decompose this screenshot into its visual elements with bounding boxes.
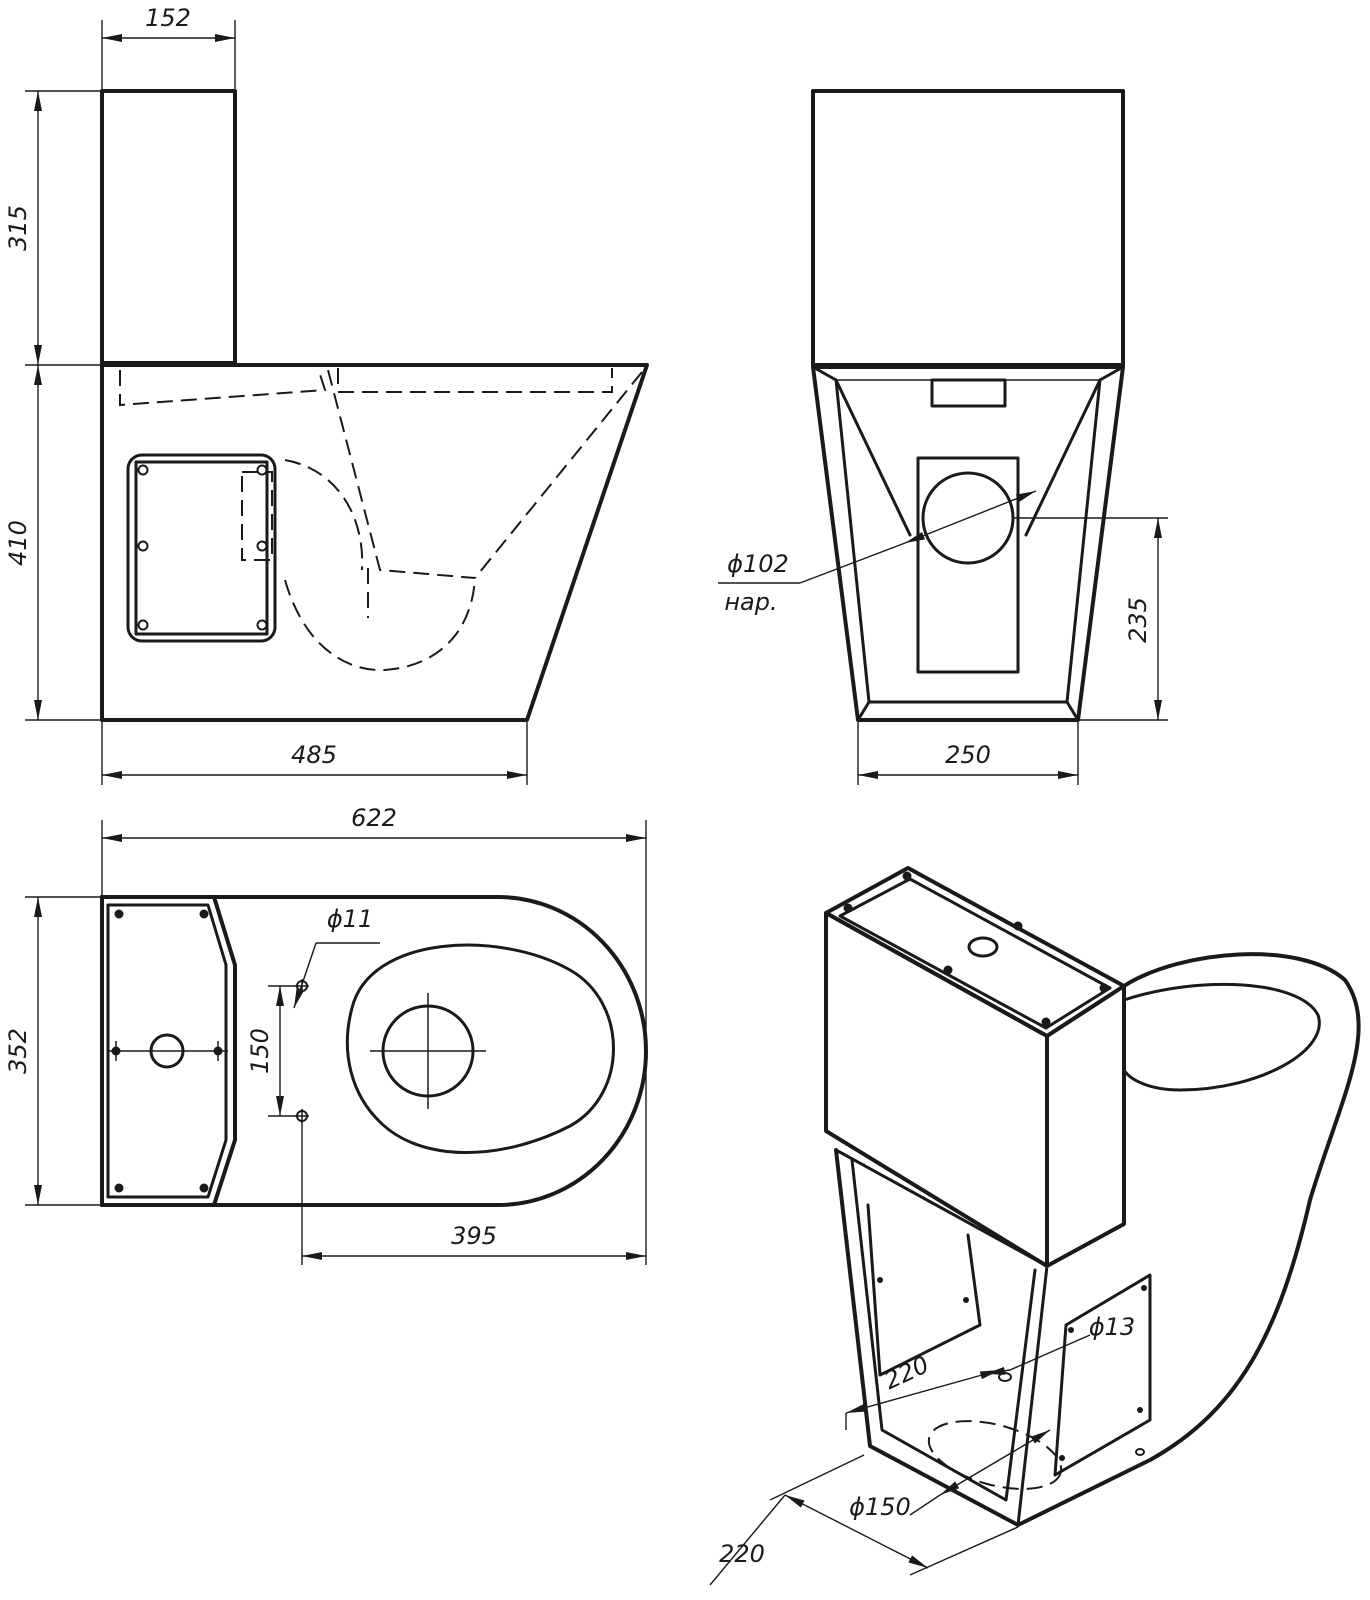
top-tank-lid-inner bbox=[106, 903, 228, 1199]
dim-label-235: 235 bbox=[1124, 597, 1152, 643]
front-outlet-plate bbox=[916, 456, 1020, 674]
dim-label-diameter-102: ϕ102 bbox=[727, 550, 789, 578]
dim-label-152: 152 bbox=[145, 4, 191, 32]
side-bowl-outline bbox=[100, 363, 649, 722]
dim-leader-diameter-150 bbox=[909, 1494, 941, 1516]
dim-label-diameter-13: ϕ13 bbox=[1089, 1313, 1135, 1341]
dim-label-150: 150 bbox=[246, 1028, 274, 1074]
dim-note-outer: нар. bbox=[724, 588, 777, 616]
dim-label-iso-220-a: 220 bbox=[880, 1350, 933, 1395]
top-view: 622 352 150 395 ϕ11 bbox=[4, 804, 648, 1265]
side-tank bbox=[100, 89, 237, 365]
dim-leader-diameter-13 bbox=[1009, 1334, 1091, 1371]
dim-label-315: 315 bbox=[4, 205, 32, 251]
iso-bowl-outline bbox=[834, 952, 1361, 1527]
dim-line-iso-220-b bbox=[784, 1494, 929, 1569]
top-tank-lid-outline bbox=[100, 895, 237, 1207]
iso-flush-hole bbox=[967, 936, 999, 958]
top-bowl-opening bbox=[345, 943, 615, 1154]
iso-tank-side bbox=[1045, 984, 1126, 1268]
side-view: 152 315 410 485 bbox=[4, 4, 649, 785]
front-tank-bracket bbox=[930, 378, 1007, 408]
isometric-view: 220 ϕ13 220 ϕ150 bbox=[709, 866, 1361, 1586]
dim-label-diameter-150: ϕ150 bbox=[849, 1493, 911, 1521]
dim-line-diameter-102 bbox=[904, 490, 1037, 544]
front-view: 235 250 ϕ102 нар. bbox=[718, 89, 1168, 785]
dim-label-485: 485 bbox=[291, 741, 337, 769]
iso-outlet-circle bbox=[927, 1420, 1063, 1490]
iso-inner-panel bbox=[866, 1203, 982, 1377]
front-inner-outline bbox=[834, 378, 1102, 704]
dim-label-352: 352 bbox=[4, 1028, 32, 1074]
top-flush-button-hole bbox=[149, 1033, 185, 1069]
dim-label-250: 250 bbox=[945, 741, 991, 769]
dim-label-622: 622 bbox=[351, 804, 397, 832]
dim-label-395: 395 bbox=[451, 1222, 497, 1250]
front-bowl-outline bbox=[811, 365, 1125, 722]
iso-tank-lid-screws bbox=[843, 871, 1109, 1027]
side-hidden-lines bbox=[119, 367, 643, 672]
iso-side-inspection-panel bbox=[1053, 1273, 1152, 1477]
iso-tank-top bbox=[824, 866, 1126, 1038]
dim-line-iso-220-a bbox=[845, 1369, 1001, 1414]
dim-label-iso-220-b: 220 bbox=[719, 1540, 765, 1568]
side-inspection-panel bbox=[126, 453, 277, 643]
front-tank bbox=[811, 89, 1125, 367]
iso-base-cavity bbox=[834, 1148, 1049, 1527]
iso-bowl-rim bbox=[1122, 982, 1321, 1092]
dim-label-diameter-11: ϕ11 bbox=[327, 905, 373, 933]
dim-label-410: 410 bbox=[4, 520, 32, 566]
iso-mount-hole bbox=[998, 1372, 1012, 1382]
